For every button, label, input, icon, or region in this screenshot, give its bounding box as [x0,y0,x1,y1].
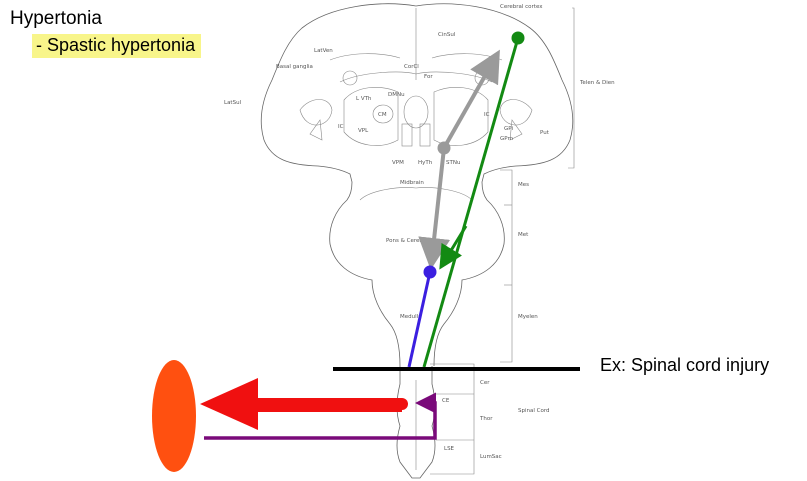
label-cer: Cer [480,380,490,386]
gray-arrow-to-cortex [444,60,494,148]
label-ic-left: IC [338,124,344,130]
red-node-motor-neuron [396,398,408,410]
label-cerebral-cortex: Cerebral cortex [500,4,543,10]
label-latsul: LatSul [224,100,242,106]
label-mes: Mes [518,182,529,188]
blue-node-brainstem [424,266,437,279]
label-put: Put [540,130,550,136]
label-spinal-cord: Spinal Cord [518,408,550,414]
label-cm: CM [378,112,387,118]
spinal-cord-outline [397,366,435,478]
label-ce: CE [442,398,450,404]
label-vpm: VPM [392,160,404,166]
brain-labels: Cerebral cortex CinSul LatVen Basal gang… [224,4,615,460]
label-gpi: GPi [504,126,513,132]
label-thor: Thor [479,416,493,422]
label-pons: Pons & Cerebellum [386,238,438,244]
label-lse: LSE [444,446,455,452]
label-telen-dien: Telen & Dien [579,80,615,86]
label-basal-ganglia: Basal ganglia [276,64,313,70]
red-arrow-head [200,378,258,430]
gray-node [438,142,451,155]
label-lvth: L VTh [356,96,372,102]
label-cinsul: CinSul [438,32,456,38]
label-met: Met [518,232,529,238]
label-lumsac: LumSac [480,454,502,460]
green-node-cortex [512,32,525,45]
label-for: For [424,74,433,80]
label-myelen: Myelen [518,314,538,320]
label-gpm: GPm [500,136,513,142]
red-pathway [200,378,408,430]
label-ic-right: IC [484,112,490,118]
label-midbrain: Midbrain [400,180,424,186]
label-hyth: HyTh [418,160,433,166]
label-corcl: CorCl [404,64,419,70]
red-arrow-shaft [240,398,402,412]
muscle-ellipse [152,360,196,472]
label-stnu: STNu [446,160,460,166]
label-latven: LatVen [314,48,333,54]
label-dmnu: DMNu [388,92,405,98]
region-brackets [430,8,574,474]
label-vpl: VPL [358,128,369,134]
